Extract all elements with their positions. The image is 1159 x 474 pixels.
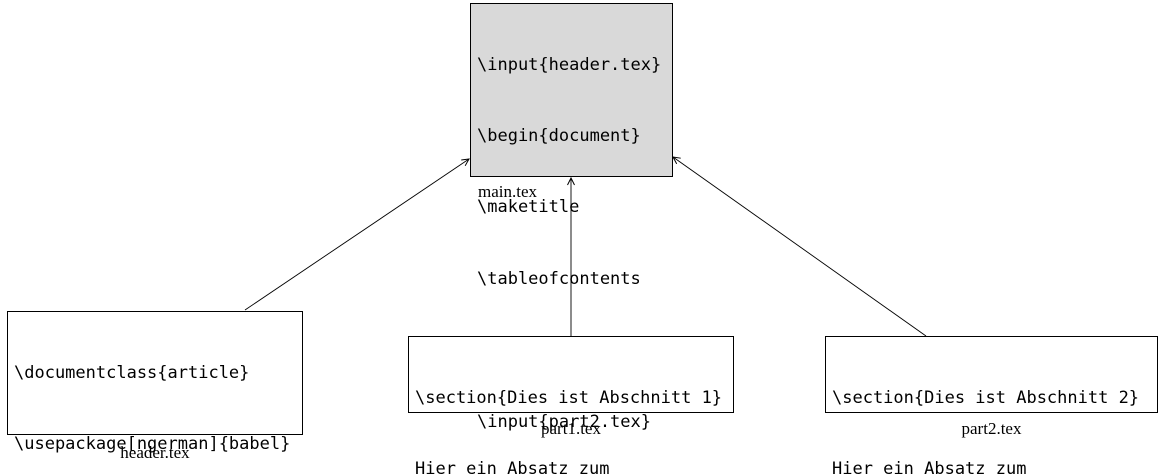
- edge-header-tex-to-main-tex: [244, 158, 470, 311]
- edge-part2-tex-to-main-tex: [672, 156, 927, 337]
- part2-tex-code: \section{Dies ist Abschnitt 2} Hier ein …: [832, 339, 1151, 474]
- file-label-part2-tex: part2.tex: [961, 419, 1022, 438]
- file-node-part2-tex: \section{Dies ist Abschnitt 2} Hier ein …: [825, 336, 1158, 474]
- file-label-main-tex: main.tex: [478, 182, 538, 201]
- code-line: \documentclass{article}: [14, 362, 250, 383]
- code-line: \maketitle: [477, 197, 580, 218]
- code-line: Hier ein Absatz zum: [832, 458, 1027, 474]
- file-node-header-tex: \documentclass{article} \usepackage[nger…: [7, 311, 303, 454]
- file-node-main-tex: \input{header.tex} \begin{document} \mak…: [470, 3, 673, 432]
- code-line: \tableofcontents: [477, 268, 641, 289]
- part1-tex-code: \section{Dies ist Abschnitt 1} Hier ein …: [415, 339, 727, 474]
- file-node-part1-tex: \section{Dies ist Abschnitt 1} Hier ein …: [408, 336, 734, 474]
- code-line: \usepackage[ngerman]{babel}: [14, 433, 291, 454]
- code-line: \input{part2.tex}: [477, 411, 651, 432]
- code-line: \section{Dies ist Abschnitt 1}: [415, 387, 723, 408]
- code-line: Hier ein Absatz zum: [415, 458, 610, 474]
- code-line: \input{header.tex}: [477, 54, 662, 75]
- code-line: \begin{document}: [477, 125, 641, 146]
- file-label-part1-tex: part1.tex: [541, 419, 601, 438]
- header-tex-code: \documentclass{article} \usepackage[nger…: [14, 314, 296, 474]
- code-line: \section{Dies ist Abschnitt 2}: [832, 387, 1140, 408]
- file-label-header-tex: header.tex: [120, 443, 190, 462]
